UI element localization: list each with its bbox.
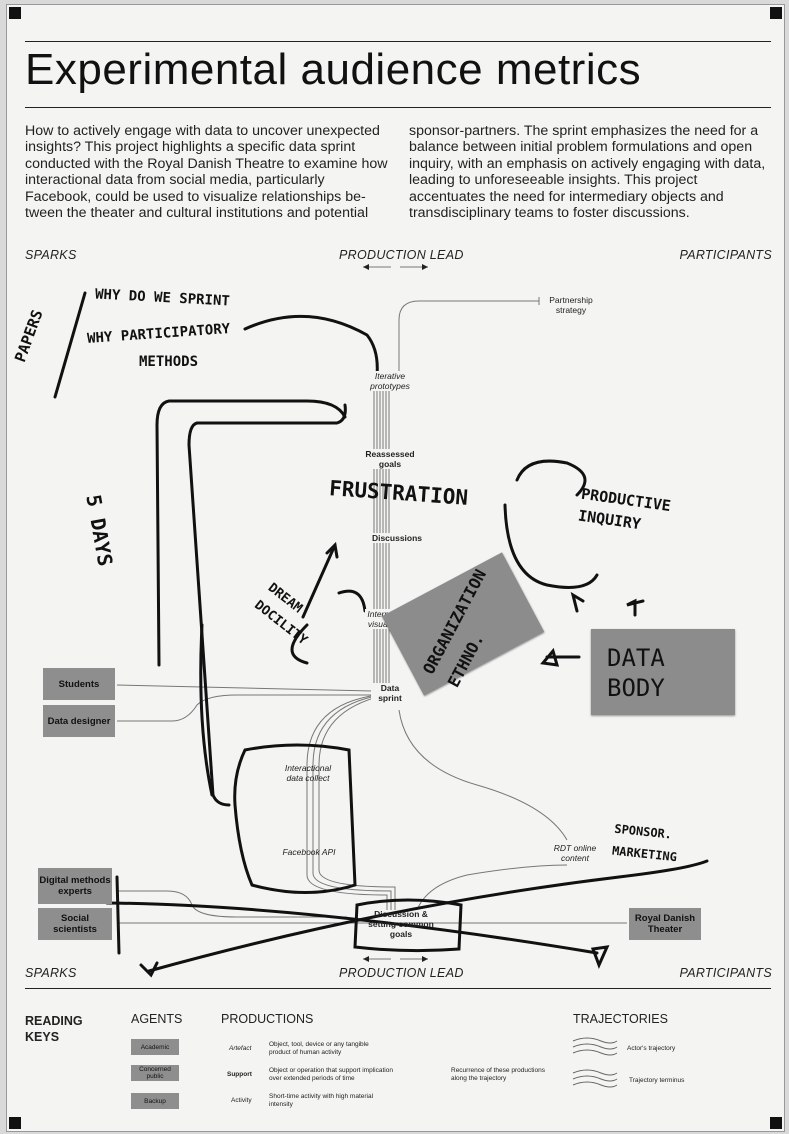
key-production-activity-desc: Short-time activity with high material i…: [269, 1093, 374, 1108]
sticky-note-data-body: [591, 629, 735, 715]
agents-key-heading: AGENTS: [131, 1012, 183, 1026]
agent-social-scientists: Social scientists: [38, 908, 112, 940]
key-production-artefact-desc: Object, tool, device or any tangible pro…: [269, 1041, 369, 1056]
production-lead-header-top: PRODUCTION LEAD: [339, 248, 464, 262]
handwriting-data-body: DATA BODY: [607, 644, 665, 702]
key-production-activity: Activity: [231, 1097, 252, 1104]
node-iterative-prototypes: Iterative prototypes: [365, 371, 415, 391]
productions-key-heading: PRODUCTIONS: [221, 1012, 314, 1026]
trajectories-key-heading: TRAJECTORIES: [573, 1012, 668, 1026]
sparks-header-bottom: SPARKS: [25, 966, 77, 980]
key-agent-academic: Academic: [131, 1039, 179, 1055]
diagram-lines: [53, 264, 709, 978]
registration-mark: [770, 7, 782, 19]
node-facebook-api: Facebook API: [282, 847, 336, 857]
node-partnership-strategy: Partnership strategy: [543, 295, 599, 315]
key-actor-trajectory: Actor's trajectory: [627, 1045, 676, 1052]
sparks-header-top: SPARKS: [25, 248, 77, 262]
title-rule-bottom: [25, 107, 771, 108]
registration-mark: [770, 1117, 782, 1129]
reading-keys-heading: READING KEYS: [25, 1014, 83, 1044]
agent-data-designer: Data designer: [43, 705, 115, 737]
agent-students: Students: [43, 668, 115, 700]
key-production-support: Support: [227, 1071, 252, 1078]
registration-mark: [9, 1117, 21, 1129]
key-production-support-desc: Object or operation that support implica…: [269, 1067, 393, 1082]
page-title: Experimental audience metrics: [25, 45, 642, 94]
intro-right: sponsor-partners. The sprint emphasizes …: [409, 123, 766, 222]
node-reassessed-goals: Reassessed goals: [365, 449, 415, 469]
intro-left: How to actively engage with data to unco…: [25, 123, 388, 222]
agent-digital-methods-experts: Digital methods experts: [38, 868, 112, 904]
node-interactional-data-collect: Interactional data collect: [284, 763, 332, 783]
agent-royal-danish-theater: Royal Danish Theater: [629, 908, 701, 940]
node-discussion-setting-goals: Discussion & setting common goals: [368, 909, 434, 939]
key-trajectory-terminus: Trajectory terminus: [629, 1077, 685, 1084]
handwriting-methods: METHODS: [139, 354, 199, 370]
registration-mark: [9, 7, 21, 19]
node-rdt-online-content: RDT online content: [547, 843, 603, 863]
node-discussions: Discussions: [363, 533, 431, 543]
key-recurrence: Recurrence of these productions along th…: [451, 1067, 545, 1082]
participants-header-top: PARTICIPANTS: [679, 248, 772, 262]
key-agent-concerned-public: Concerned public: [131, 1065, 179, 1081]
keys-rule: [25, 988, 771, 989]
poster: Experimental audience metrics How to act…: [6, 4, 785, 1132]
participants-header-bottom: PARTICIPANTS: [679, 966, 772, 980]
key-agent-backup: Backup: [131, 1093, 179, 1109]
node-data-sprint: Data sprint: [371, 683, 409, 703]
production-lead-header-bottom: PRODUCTION LEAD: [339, 966, 464, 980]
key-production-artefact: Artefact: [229, 1045, 252, 1052]
title-rule-top: [25, 41, 771, 42]
